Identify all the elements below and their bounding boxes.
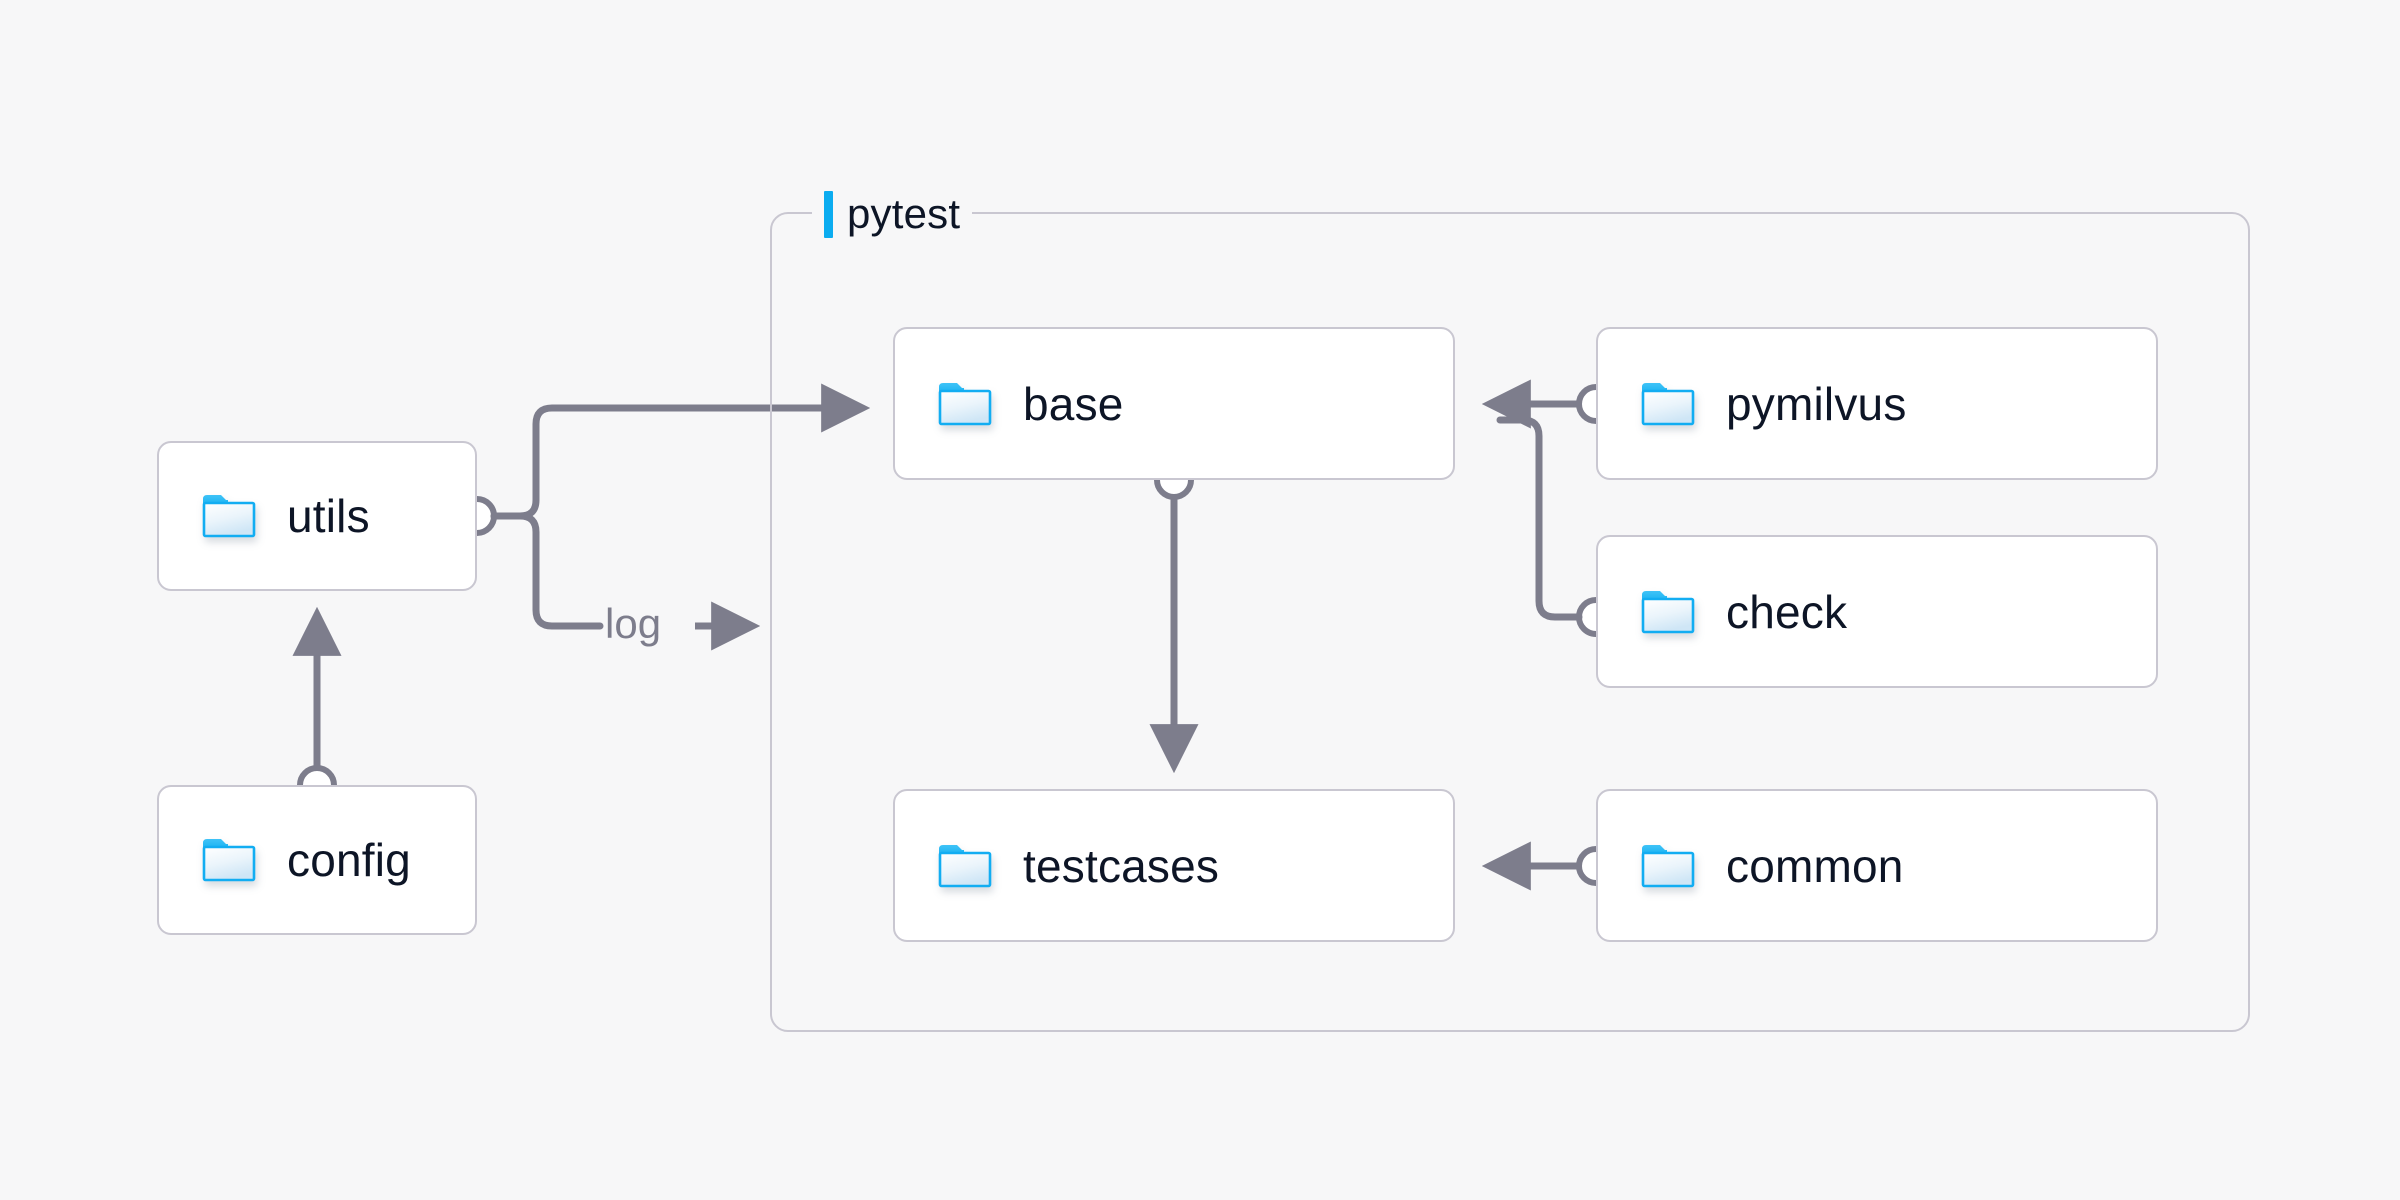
- node-utils[interactable]: utils: [157, 441, 477, 591]
- group-title-text: pytest: [847, 190, 961, 237]
- folder-icon: [1641, 590, 1695, 633]
- node-label: common: [1726, 839, 1904, 892]
- node-label: check: [1726, 585, 1848, 638]
- folder-icon: [1641, 844, 1695, 887]
- node-common[interactable]: common: [1596, 789, 2158, 942]
- group-pytest-label: pytest: [812, 188, 973, 240]
- node-label: utils: [287, 490, 370, 542]
- edge-utils-to-log: [490, 512, 604, 630]
- folder-icon: [938, 382, 992, 425]
- node-label: config: [287, 834, 411, 886]
- group-pytest: [770, 212, 2250, 1032]
- node-label: pymilvus: [1726, 377, 1907, 430]
- node-pymilvus[interactable]: pymilvus: [1596, 327, 2158, 480]
- group-accent-bar: [824, 190, 833, 238]
- node-check[interactable]: check: [1596, 535, 2158, 688]
- node-label: base: [1023, 377, 1124, 430]
- folder-icon: [938, 844, 992, 887]
- node-testcases[interactable]: testcases: [893, 789, 1455, 942]
- edge-label-log: log: [605, 600, 662, 647]
- node-config[interactable]: config: [157, 785, 477, 935]
- node-base[interactable]: base: [893, 327, 1455, 480]
- folder-icon: [202, 495, 256, 538]
- folder-icon: [202, 839, 256, 882]
- node-label: testcases: [1023, 839, 1220, 892]
- folder-icon: [1641, 382, 1695, 425]
